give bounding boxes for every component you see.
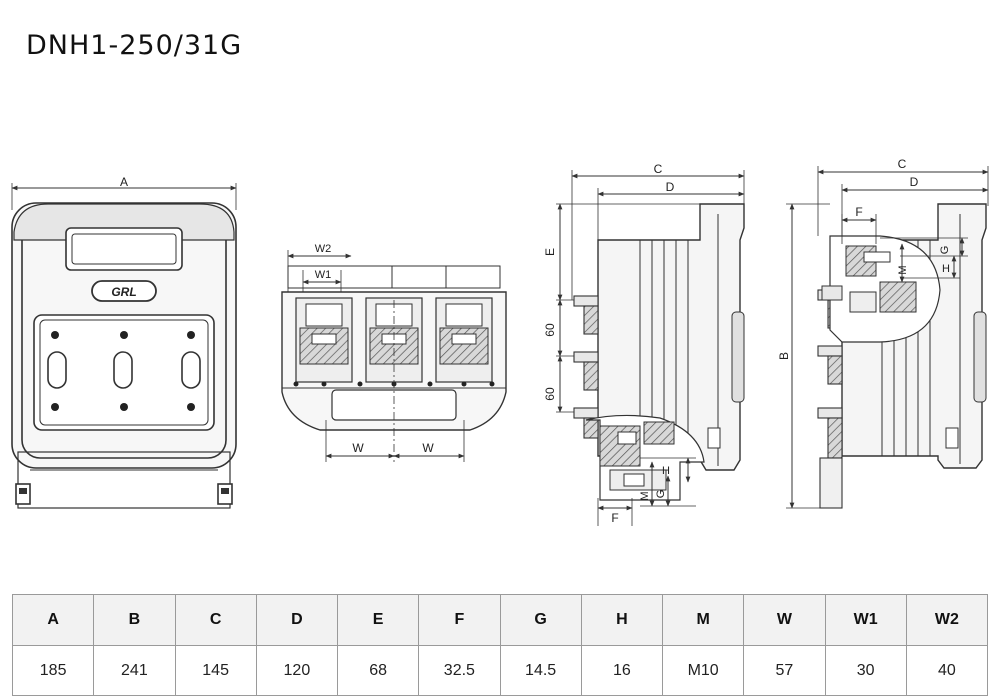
dim-label-w2: W2: [315, 243, 332, 255]
front-view: A GRL: [11, 175, 237, 509]
dim-label-a: A: [120, 175, 128, 189]
spec-header-b: B: [93, 594, 176, 646]
front-label-plate: [33, 314, 215, 431]
top-view: W2 W1: [281, 243, 507, 462]
spec-value-c: 145: [174, 645, 257, 696]
dim-label-c-1: C: [654, 162, 663, 176]
dim-label-pitch-1: 60: [543, 323, 557, 337]
dim-label-b: B: [777, 352, 791, 360]
side-view-1: C D E 60 60: [543, 162, 745, 526]
spec-header-d: D: [255, 594, 339, 646]
viewing-window-left: [47, 351, 67, 389]
spec-value-e: 68: [336, 645, 420, 696]
top-cover-edge: [287, 265, 501, 289]
spec-value-w1: 30: [824, 645, 907, 696]
dim-label-d-1: D: [666, 180, 675, 194]
spec-value-f: 32.5: [418, 645, 501, 696]
detail-label-g-2: G: [939, 246, 951, 255]
detail-label-h-2: H: [942, 263, 950, 275]
spec-header-m: M: [661, 594, 745, 646]
fuse-pole-1: [295, 297, 353, 383]
spec-table: A B C D E F G H M W W1 W2 185 241 145 12…: [11, 594, 989, 696]
dim-label-e: E: [543, 248, 557, 256]
page-title: DNH1-250/31G: [26, 30, 243, 61]
top-terminal-dots: [293, 381, 495, 387]
spec-value-w2: 40: [905, 645, 989, 696]
grl-logo-text: GRL: [111, 285, 136, 299]
spec-value-d: 120: [255, 645, 339, 696]
detail-label-g-1: G: [655, 490, 667, 499]
spec-table-header-row: A B C D E F G H M W W1 W2: [11, 594, 989, 646]
spec-header-f: F: [418, 594, 501, 646]
detail-label-m-1: M: [639, 491, 651, 500]
viewing-window-right: [181, 351, 201, 389]
spec-table-value-row: 185 241 145 120 68 32.5 14.5 16 M10 57 3…: [11, 645, 989, 696]
spec-header-w1: W1: [824, 594, 907, 646]
dim-label-w1: W1: [315, 269, 332, 281]
dim-label-w-left: W: [352, 441, 364, 455]
technical-drawings: A GRL W2 W1: [11, 157, 989, 526]
dim-label-d-2: D: [910, 175, 919, 189]
spec-value-b: 241: [93, 645, 176, 696]
side-handle-2: [973, 311, 987, 403]
side-handle-1: [731, 311, 745, 403]
front-handle-grip: [65, 227, 183, 271]
spec-value-a: 185: [11, 645, 95, 696]
spec-header-h: H: [580, 594, 664, 646]
detail-label-f-2: F: [855, 205, 862, 219]
spec-value-m: M10: [661, 645, 745, 696]
side-detail-callout-2: F G H M: [821, 205, 968, 343]
spec-value-h: 16: [580, 645, 664, 696]
spec-header-a: A: [11, 594, 95, 646]
spec-header-e: E: [336, 594, 420, 646]
detail-label-f-1: F: [611, 511, 618, 525]
detail-label-h-1: H: [662, 465, 670, 477]
spec-value-w: 57: [743, 645, 826, 696]
spec-header-w2: W2: [905, 594, 989, 646]
dim-label-w-right: W: [422, 441, 434, 455]
dim-label-pitch-2: 60: [543, 387, 557, 401]
spec-header-c: C: [174, 594, 257, 646]
spec-header-w: W: [743, 594, 826, 646]
dim-label-c-2: C: [898, 157, 907, 171]
spec-value-g: 14.5: [499, 645, 582, 696]
viewing-window-center: [113, 351, 133, 389]
grl-logo: [91, 280, 157, 302]
spec-header-g: G: [499, 594, 582, 646]
side-view-2: C D B: [777, 157, 989, 509]
front-base: [17, 451, 231, 509]
detail-label-m-2: M: [897, 265, 909, 274]
side-terminal-bars-2: [817, 289, 843, 509]
side-terminal-bars-1: [573, 295, 599, 439]
front-screws: [51, 331, 195, 411]
fuse-pole-3: [435, 297, 493, 383]
side-detail-callout-1: F M G H: [585, 414, 705, 526]
